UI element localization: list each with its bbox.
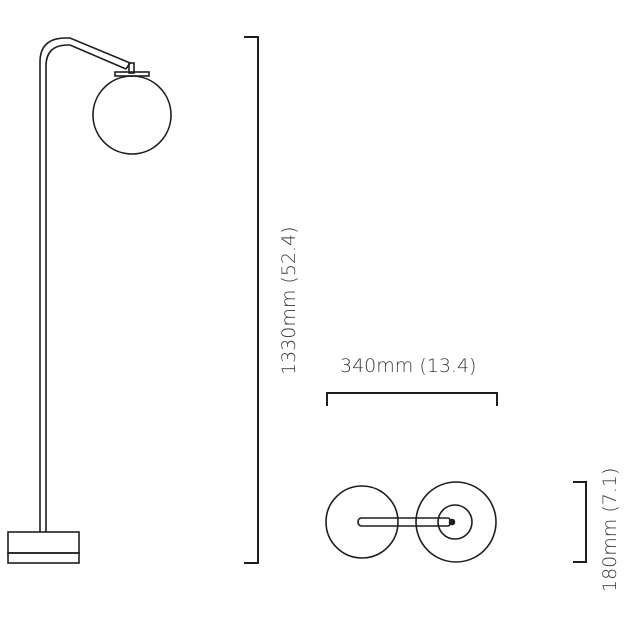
lamp-base-bottom [7, 552, 80, 564]
height-dimension-bracket [244, 36, 259, 564]
height-dimension-label: 1330mm (52.4) [278, 226, 300, 375]
top-view-socket-dot [448, 518, 456, 526]
lamp-globe-shade [92, 75, 172, 155]
top-view-shade-inner-circle [437, 504, 473, 540]
depth-dimension-label: 180mm (7.1) [599, 468, 621, 592]
lamp-side-view [7, 37, 172, 564]
depth-dimension-bracket [573, 481, 587, 563]
lamp-top-view [325, 481, 497, 563]
width-dimension-label: 340mm (13.4) [340, 355, 476, 377]
lamp-pole-inner [45, 44, 127, 532]
top-view-arm [357, 517, 451, 527]
lamp-socket-stem [128, 62, 135, 74]
width-dimension-bracket [326, 392, 498, 406]
lamp-base-top [7, 531, 80, 554]
lamp-pole-outer [39, 37, 131, 532]
top-view-base-circle [325, 485, 399, 559]
top-view-shade-outer-circle [415, 481, 497, 563]
